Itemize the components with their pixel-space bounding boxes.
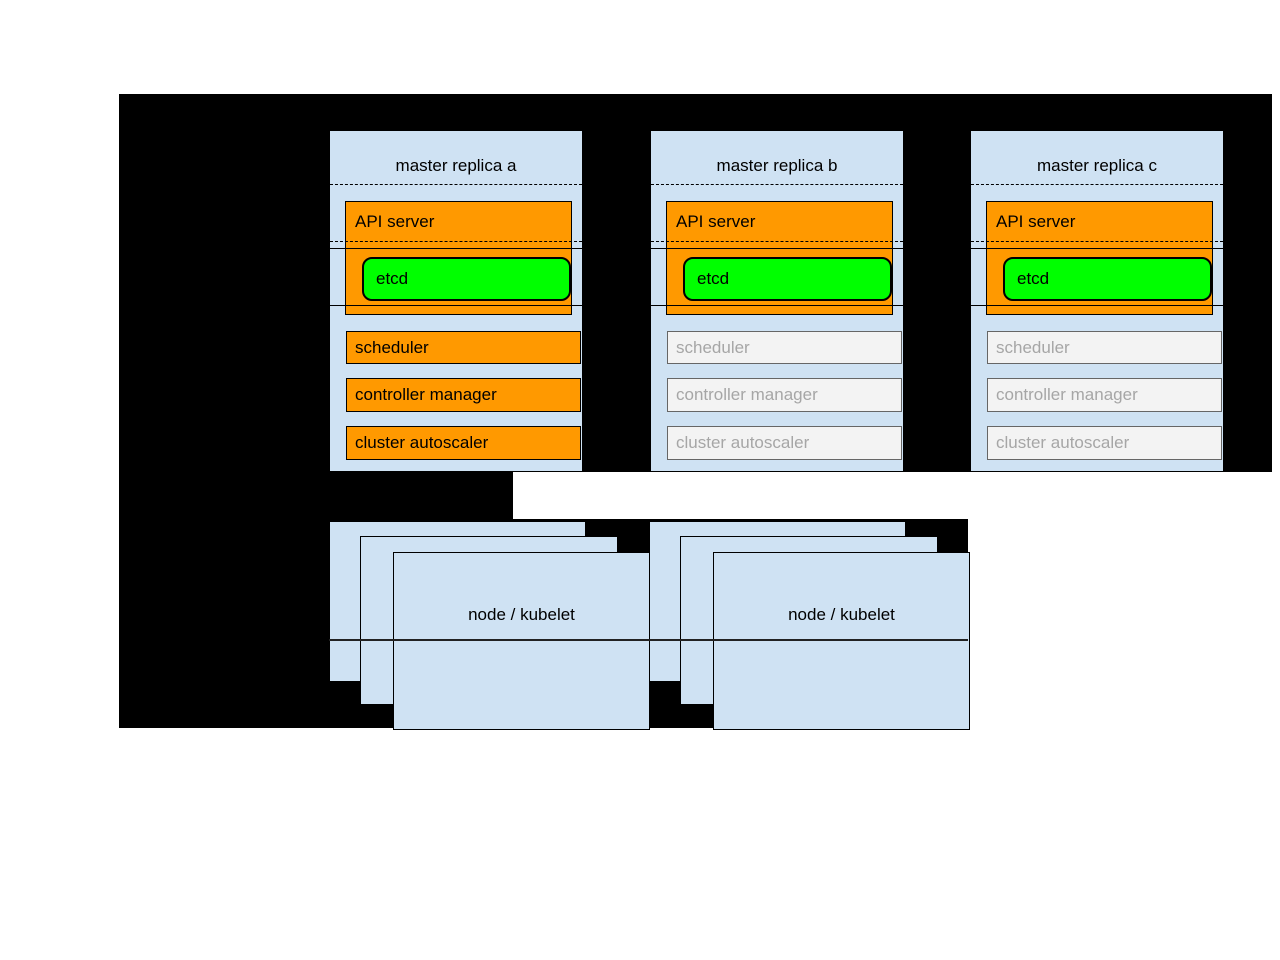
component-cluster-autoscaler: cluster autoscaler [667,426,902,460]
zone-solid-line [330,305,582,306]
component-label: cluster autoscaler [355,433,489,452]
master-title: master replica b [716,155,838,175]
component-label: cluster autoscaler [676,433,810,452]
component-label: scheduler [676,337,750,357]
master-replica-a-box: master replica a API server etcd schedul… [329,130,583,472]
master-title: master replica a [395,155,517,175]
component-controller-manager: controller manager [667,378,902,412]
zone-solid-line [971,248,1223,249]
api-server-box: API server etcd [666,201,893,315]
component-label: cluster autoscaler [996,433,1130,452]
component-label: scheduler [996,337,1070,357]
etcd-box: etcd [1003,257,1212,301]
zone-dashed-line [651,184,903,185]
component-cluster-autoscaler: cluster autoscaler [346,426,581,460]
zone-dashed-line [651,241,903,242]
etcd-box: etcd [683,257,892,301]
master-replica-c-box: master replica c API server etcd schedul… [970,130,1224,472]
zone-solid-line [971,305,1223,306]
zone-solid-line [651,248,903,249]
component-label: controller manager [676,385,818,404]
component-label: controller manager [996,385,1138,404]
api-server-label: API server [996,212,1076,231]
api-server-label: API server [355,212,435,231]
component-controller-manager: controller manager [346,378,581,412]
zone-dashed-line [330,184,582,185]
zone-dashed-line [971,184,1223,185]
api-server-label: API server [676,212,756,231]
zone-dashed-line [971,241,1223,242]
node-group: node / kubelet [329,521,650,730]
zone-solid-line [330,248,582,249]
node-label: node / kubelet [788,604,895,624]
component-controller-manager: controller manager [987,378,1222,412]
master-replica-b-box: master replica b API server etcd schedul… [650,130,904,472]
node-box-front: node / kubelet [393,552,650,730]
component-scheduler: scheduler [667,331,902,364]
component-scheduler: scheduler [346,331,581,364]
component-scheduler: scheduler [987,331,1222,364]
node-row-top-line [513,519,968,521]
node-group: node / kubelet [649,521,970,730]
backdrop-black-band [119,472,513,521]
zone-solid-line [651,305,903,306]
component-label: scheduler [355,337,429,357]
etcd-box: etcd [362,257,571,301]
zone-dashed-line [330,241,582,242]
component-label: controller manager [355,385,497,404]
api-server-box: API server etcd [345,201,572,315]
node-label: node / kubelet [468,604,575,624]
node-box-front: node / kubelet [713,552,970,730]
node-row-separator-line [329,639,968,641]
api-server-box: API server etcd [986,201,1213,315]
master-title: master replica c [1037,155,1157,175]
component-cluster-autoscaler: cluster autoscaler [987,426,1222,460]
